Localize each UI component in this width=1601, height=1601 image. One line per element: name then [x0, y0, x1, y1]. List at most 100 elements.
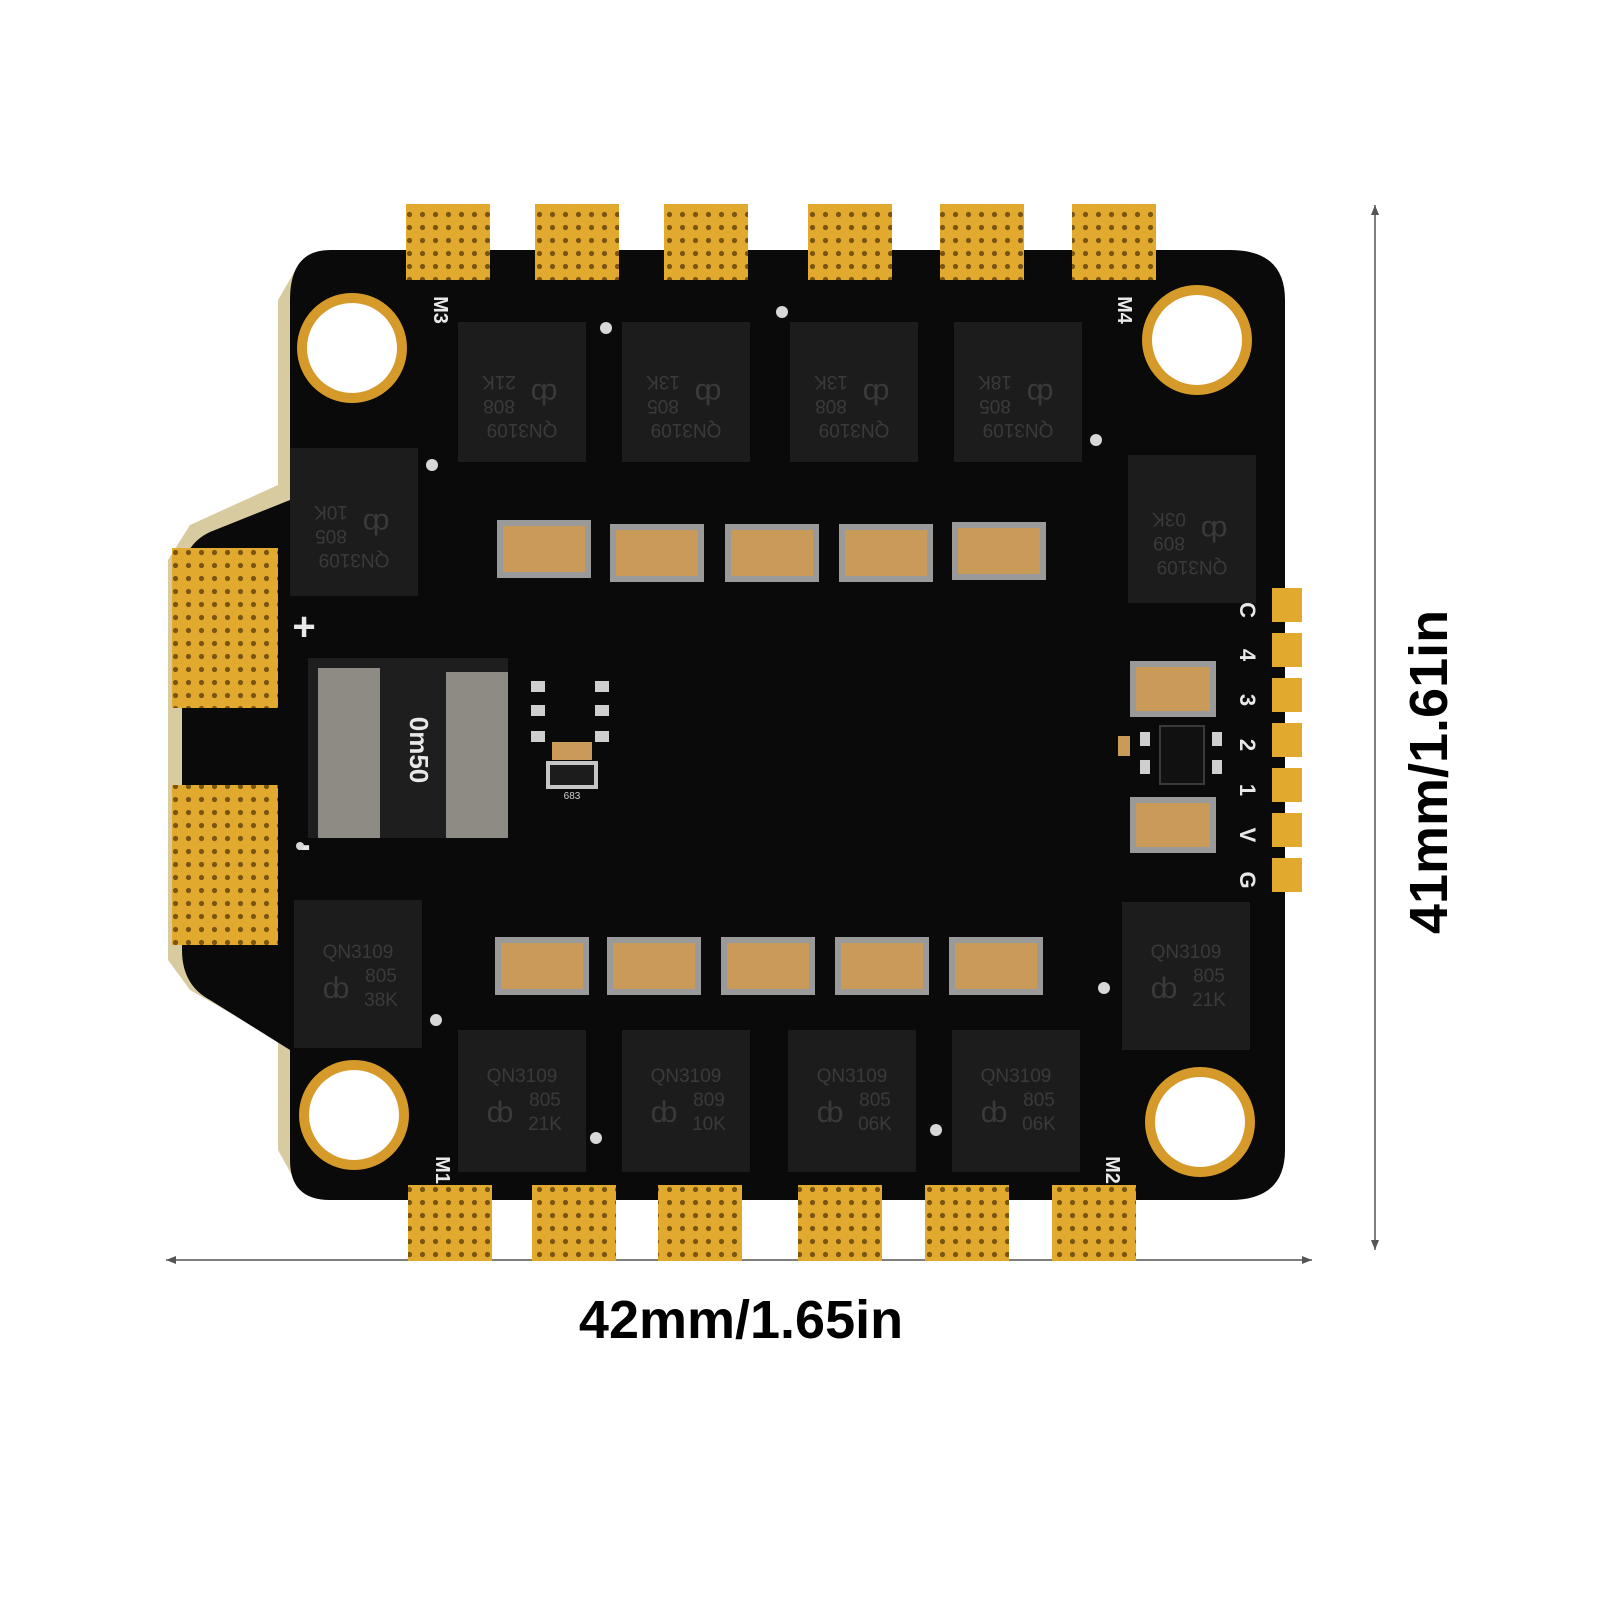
shunt-resistor: 0m50	[308, 658, 508, 838]
motor-pad	[1052, 1185, 1136, 1261]
chip-line1: QN3109	[1151, 942, 1222, 963]
width-label: 42mm/1.65in	[579, 1290, 903, 1350]
motor-label-m1: M1	[431, 1156, 453, 1184]
motor-pad	[925, 1185, 1009, 1261]
chip-logo: ȸ	[1027, 377, 1054, 410]
width-arrow-right	[1302, 1256, 1312, 1264]
chip-line3: 21K	[482, 371, 516, 392]
chip-logo: ȸ	[981, 1096, 1008, 1129]
chip-line2: 805	[647, 395, 679, 416]
plus-label: +	[292, 605, 315, 649]
chip-line1: QN3109	[1157, 556, 1228, 577]
minus-label: -	[297, 823, 310, 867]
mount-hole-bottom-left	[299, 1060, 409, 1170]
chip-line1: QN3109	[819, 419, 890, 440]
chip-line1: QN3109	[323, 942, 394, 963]
signal-label: 1	[1235, 784, 1260, 796]
capacitor	[607, 937, 701, 995]
chip-line1: QN3109	[487, 419, 558, 440]
chip-line3: 10K	[314, 501, 348, 522]
motor-pad	[940, 204, 1024, 280]
motor-label-m2: M2	[1101, 1156, 1123, 1184]
mosfet-bottom-4: QN3109 805 06K ȸ	[952, 1030, 1080, 1172]
regulator-ic	[1159, 725, 1205, 785]
motor-pad	[658, 1185, 742, 1261]
chip-logo: ȸ	[1201, 514, 1228, 547]
capacitor-row-lower	[495, 937, 1043, 995]
signal-pad	[1272, 813, 1302, 847]
shunt-terminal-right	[446, 672, 508, 838]
chip-line2: 805	[1193, 966, 1225, 987]
capacitor	[1130, 661, 1216, 717]
chip-line3: 38K	[364, 990, 398, 1011]
resistor-label: 683	[564, 791, 581, 802]
chip-logo: ȸ	[863, 377, 890, 410]
resistor-683	[546, 761, 598, 789]
mosfet-bottom-2: QN3109 809 10K ȸ	[622, 1030, 750, 1172]
motor-pad	[808, 204, 892, 280]
chip-logo: ȸ	[817, 1096, 844, 1129]
chip-line1: QN3109	[983, 419, 1054, 440]
chip-line3: 06K	[858, 1114, 892, 1135]
width-dimension: 42mm/1.65in	[166, 1256, 1312, 1350]
motor-pad	[798, 1185, 882, 1261]
motor-pad	[406, 204, 490, 280]
chip-line2: 808	[483, 395, 515, 416]
chip-line2: 805	[315, 525, 347, 546]
height-arrow-top	[1371, 205, 1379, 215]
signal-label: 3	[1235, 694, 1260, 706]
signal-label: V	[1235, 828, 1260, 843]
motor-label-m3: M3	[429, 296, 451, 324]
capacitor	[949, 937, 1043, 995]
mount-hole-top-right	[1142, 285, 1252, 395]
vias	[296, 306, 1110, 1144]
shunt-terminal-left	[318, 668, 380, 838]
chip-line2: 805	[1023, 1090, 1055, 1111]
signal-label: C	[1235, 602, 1260, 618]
signal-label: G	[1235, 871, 1260, 888]
chip-logo: ȸ	[531, 377, 558, 410]
bottom-motor-pads	[408, 1185, 1136, 1261]
capacitor	[835, 937, 929, 995]
mosfet-top-2: QN3109 805 13K ȸ	[622, 322, 750, 462]
height-label: 41mm/1.61in	[1399, 610, 1459, 934]
capacitor	[721, 937, 815, 995]
battery-plus-pad	[172, 548, 278, 708]
signal-pad	[1272, 768, 1302, 802]
chip-line1: QN3109	[487, 1066, 558, 1087]
mosfet-top-1: QN3109 808 21K ȸ	[458, 322, 586, 462]
chip-line3: 21K	[1192, 990, 1226, 1011]
motor-pad	[532, 1185, 616, 1261]
capacitor	[497, 520, 591, 578]
chip-line3: 13K	[646, 371, 680, 392]
regulator-area	[1118, 661, 1222, 853]
top-motor-pads	[406, 204, 1156, 280]
height-arrow-bottom	[1371, 1240, 1379, 1250]
chip-line2: 805	[529, 1090, 561, 1111]
mosfet-top-4: QN3109 805 18K ȸ	[954, 322, 1082, 462]
width-arrow-left	[166, 1256, 176, 1264]
motor-pad	[664, 204, 748, 280]
chip-line3: 13K	[814, 371, 848, 392]
chip-line2: 805	[365, 966, 397, 987]
signal-pad	[1272, 588, 1302, 622]
motor-pad	[535, 204, 619, 280]
signal-pad	[1272, 678, 1302, 712]
capacitor-row-upper	[497, 520, 1046, 582]
chip-line3: 21K	[528, 1114, 562, 1135]
chip-line2: 805	[859, 1090, 891, 1111]
signal-label: 4	[1235, 649, 1260, 662]
signal-pad	[1272, 723, 1302, 757]
chip-logo: ȸ	[1151, 972, 1178, 1005]
chip-line1: QN3109	[981, 1066, 1052, 1087]
small-smd-parts: 683	[531, 681, 609, 802]
mosfet-right-upper: QN3109 809 03K ȸ	[1128, 455, 1256, 603]
chip-line1: QN3109	[319, 549, 390, 570]
mosfet-right-lower: QN3109 805 21K ȸ	[1122, 902, 1250, 1050]
chip-logo: ȸ	[323, 972, 350, 1005]
height-dimension: 41mm/1.61in	[1371, 205, 1459, 1250]
chip-logo: ȸ	[487, 1096, 514, 1129]
mosfet-bottom-3: QN3109 805 06K ȸ	[788, 1030, 916, 1172]
chip-line1: QN3109	[817, 1066, 888, 1087]
motor-label-m4: M4	[1113, 296, 1135, 325]
